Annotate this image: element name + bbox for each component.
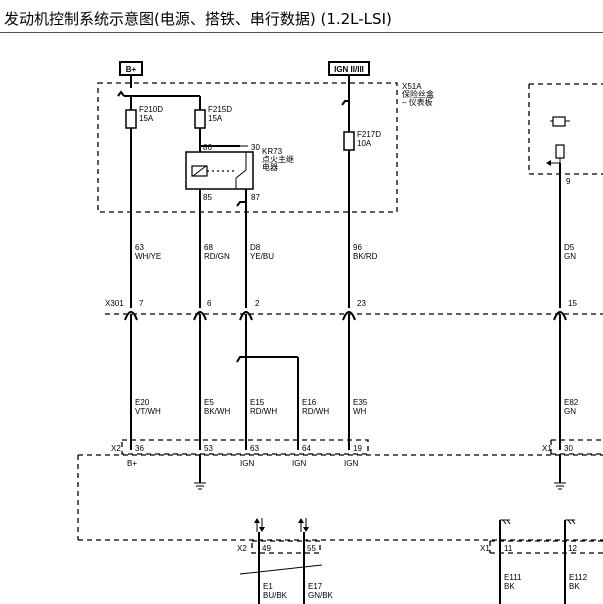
svg-text:6: 6	[207, 299, 212, 308]
ecm-connector-x2: X2 36 53 63 64 19	[111, 439, 369, 455]
ground-icon	[554, 454, 566, 490]
svg-text:64: 64	[302, 444, 311, 453]
svg-text:30: 30	[251, 143, 260, 152]
engine-lamp-icon	[550, 116, 570, 127]
serial-data-arrows-icon	[254, 518, 309, 532]
wire-labels-lower: E20 VT/WH E5 BK/WH E15 RD/WH E16 RD/WH E…	[135, 398, 579, 416]
svg-text:IGN: IGN	[344, 459, 358, 468]
module-pin: 9	[566, 177, 571, 186]
svg-text:F215D: F215D	[208, 105, 232, 114]
svg-text:E17: E17	[308, 582, 323, 591]
fuse-box-id: X51A	[402, 82, 422, 91]
svg-text:85: 85	[203, 193, 212, 202]
svg-text:RD/GN: RD/GN	[204, 252, 230, 261]
svg-text:68: 68	[204, 243, 213, 252]
svg-text:RD/WH: RD/WH	[250, 407, 277, 416]
fuse-f217d: F217D 10A	[343, 130, 381, 151]
svg-text:63: 63	[135, 243, 144, 252]
svg-text:E1: E1	[263, 582, 273, 591]
svg-text:WH/YE: WH/YE	[135, 252, 161, 261]
svg-text:10A: 10A	[357, 139, 372, 148]
ground-icon	[194, 454, 206, 490]
svg-text:30: 30	[564, 444, 573, 453]
svg-text:55: 55	[307, 544, 316, 553]
page-title: 发动机控制系统示意图(电源、搭铁、串行数据) (1.2L-LSI)	[4, 10, 392, 28]
svg-text:12: 12	[568, 544, 577, 553]
svg-text:BK: BK	[569, 582, 580, 591]
svg-text:E15: E15	[250, 398, 265, 407]
wire-labels-upper: 63 WH/YE 68 RD/GN D8 YE/BU 96 BK/RD D5 G…	[135, 243, 576, 261]
svg-text:15A: 15A	[139, 114, 154, 123]
title-divider	[0, 32, 603, 33]
fuse-box-label-1: 保险丝盒	[402, 89, 434, 99]
svg-text:X301: X301	[105, 299, 124, 308]
svg-text:53: 53	[204, 444, 213, 453]
svg-text:X1: X1	[542, 444, 552, 453]
svg-text:RD/WH: RD/WH	[302, 407, 329, 416]
svg-text:GN/BK: GN/BK	[308, 591, 334, 600]
svg-text:E16: E16	[302, 398, 317, 407]
connector-x301: X301 7 6 2 23 15	[105, 299, 603, 321]
svg-text:X2: X2	[111, 444, 121, 453]
svg-text:YE/BU: YE/BU	[250, 252, 274, 261]
twisted-pair-marker	[239, 564, 323, 575]
fuse-box-frame	[97, 82, 398, 213]
bottom-connector-x1: X1 11 12	[480, 540, 603, 554]
svg-text:IGN: IGN	[240, 459, 254, 468]
bplus-source: B+	[119, 61, 143, 76]
svg-text:19: 19	[353, 444, 362, 453]
svg-text:IGN: IGN	[292, 459, 306, 468]
svg-text:BU/BK: BU/BK	[263, 591, 288, 600]
ecm-connector-x1: X1 30	[542, 439, 603, 455]
svg-text:IGN II/III: IGN II/III	[334, 65, 364, 74]
svg-text:BK: BK	[504, 582, 515, 591]
svg-text:87: 87	[251, 193, 260, 202]
ecm-frame	[77, 454, 603, 541]
svg-text:WH: WH	[353, 407, 367, 416]
svg-text:15: 15	[568, 299, 577, 308]
bottom-connector-x2: X2 49 55	[237, 540, 321, 554]
wire-labels-bottom: E1 BU/BK E17 GN/BK E111 BK E112 BK	[263, 573, 588, 600]
chassis-ground-icon	[499, 519, 511, 604]
svg-text:F210D: F210D	[139, 105, 163, 114]
svg-text:F217D: F217D	[357, 130, 381, 139]
fuse-box-label-2: – 仪表板	[402, 97, 433, 107]
svg-text:BK/WH: BK/WH	[204, 407, 230, 416]
svg-text:E20: E20	[135, 398, 150, 407]
svg-text:GN: GN	[564, 252, 576, 261]
svg-text:49: 49	[262, 544, 271, 553]
svg-text:2: 2	[255, 299, 260, 308]
chassis-ground-icon	[564, 519, 576, 604]
svg-text:D5: D5	[564, 243, 575, 252]
ecm-pin-labels: B+ IGN IGN IGN	[127, 459, 358, 468]
svg-text:GN: GN	[564, 407, 576, 416]
svg-text:7: 7	[139, 299, 144, 308]
relay-id: KR73	[262, 147, 283, 156]
svg-text:BK/RD: BK/RD	[353, 252, 378, 261]
svg-text:E111: E111	[504, 573, 522, 582]
svg-text:B+: B+	[126, 65, 137, 74]
svg-text:15A: 15A	[208, 114, 223, 123]
svg-text:E112: E112	[569, 573, 588, 582]
ign-source: IGN II/III	[328, 61, 370, 76]
svg-text:B+: B+	[127, 459, 137, 468]
svg-text:11: 11	[504, 544, 513, 553]
svg-text:23: 23	[357, 299, 366, 308]
svg-text:63: 63	[250, 444, 259, 453]
svg-text:VT/WH: VT/WH	[135, 407, 161, 416]
relay-kr73: 86 30 85 87 KR73 点火主继 电器	[185, 128, 294, 212]
relay-label-1: 点火主继	[262, 154, 294, 164]
svg-text:96: 96	[353, 243, 362, 252]
relay-label-2: 电器	[262, 162, 278, 172]
svg-text:X1: X1	[480, 544, 490, 553]
svg-text:E35: E35	[353, 398, 368, 407]
svg-text:X2: X2	[237, 544, 247, 553]
svg-text:86: 86	[203, 143, 212, 152]
svg-text:D8: D8	[250, 243, 261, 252]
svg-text:36: 36	[135, 444, 144, 453]
svg-text:E82: E82	[564, 398, 579, 407]
module-frame: 9	[528, 83, 603, 205]
svg-text:E5: E5	[204, 398, 214, 407]
